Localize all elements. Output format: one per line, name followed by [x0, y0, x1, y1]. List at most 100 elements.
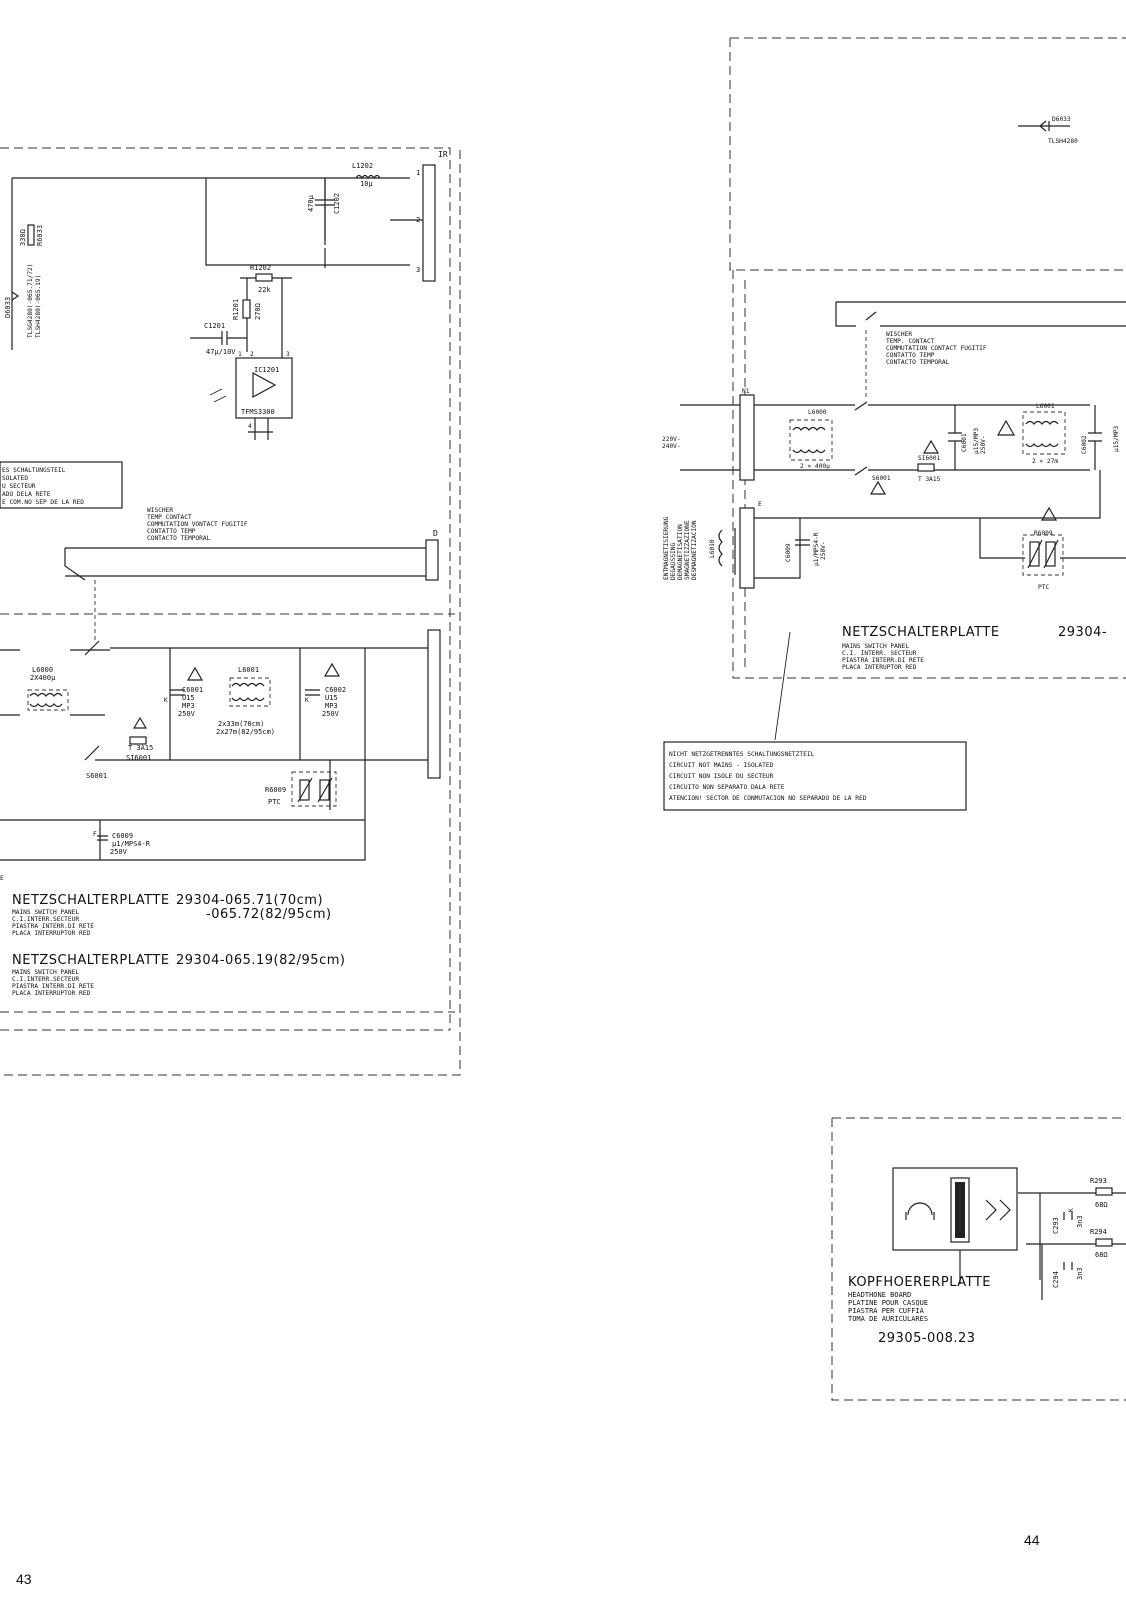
d-connector-wire	[64, 547, 428, 581]
warning-line-2: SOLATED	[2, 475, 28, 482]
c6001-k: K	[164, 697, 168, 704]
title1-sub-4: PLACA INTERRUPTOR RED	[12, 930, 91, 937]
wischer-line-5: CONTACTO TEMPORAL	[147, 535, 211, 542]
n1-connector	[739, 394, 755, 481]
s6001-label: S6001	[86, 772, 107, 780]
ir-wires	[11, 177, 410, 360]
c6002-l2: MP3	[325, 702, 338, 710]
page-number-right: 44	[1024, 1532, 1040, 1548]
title-num-right: 29304-	[1058, 625, 1107, 640]
r294-ref: R294	[1090, 1228, 1107, 1236]
r6033-ref: R6033	[36, 225, 44, 246]
jack-contacts	[959, 1199, 1011, 1284]
c6002-val-right: μ15/MP3	[1113, 426, 1120, 452]
wischer-right-3: COMMUTATION CONTACT FUGITIF	[886, 345, 987, 352]
degauss-bus-right	[754, 470, 1126, 579]
left-schematic	[0, 147, 461, 1076]
title-main-right: NETZSCHALTERPLATTE	[842, 625, 1000, 640]
note-line-1: NICHT NETZGETRENNTES SCHALTUNGSNETZTEIL	[669, 751, 815, 758]
c1202-symbol	[315, 178, 335, 240]
note-leader-line	[774, 631, 791, 741]
r1202-ref: R1202	[250, 264, 271, 272]
degauss-line-5: DESMAGNETIZACION	[691, 520, 698, 580]
ic1201-ref: IC1201	[254, 366, 279, 374]
title2-main: NETZSCHALTERPLATTE	[12, 953, 170, 968]
l6001-v1: 2x33m(70cm)	[218, 720, 264, 728]
degauss-line-2: DEGAUSSING	[670, 542, 677, 580]
headphone-num: 29305-008.23	[878, 1331, 976, 1346]
l6000-ref: L6000	[32, 666, 53, 674]
c293-k: K	[1068, 1208, 1075, 1212]
degauss-line-4: SMAGNETIZZAZIONE	[684, 520, 691, 580]
c6009-v2-right: 250V-	[820, 541, 827, 560]
title1-sub-2: C.I.INTERR.SECTEUR	[12, 916, 79, 923]
l6001-frame-right	[1022, 411, 1066, 455]
warning-triangle-icon	[132, 662, 341, 729]
d6033-ref-right: D6033	[1052, 116, 1071, 123]
wischer-right-2: TEMP. CONTACT	[886, 338, 935, 345]
l1202-coil	[355, 174, 381, 180]
ic1201-pin-1: 1	[238, 351, 242, 358]
r1201-ref: R1201	[232, 299, 240, 320]
r1201-val: 270Ω	[254, 303, 262, 320]
c6001-v2-right: 250V-	[980, 435, 987, 454]
r1201-resistor	[242, 299, 251, 319]
c6009-ref: C6009	[112, 832, 133, 840]
warning-line-4: ADO DELA RETE	[2, 491, 51, 498]
title2-sub-1: MAINS SWITCH PANEL	[12, 969, 79, 976]
outer-boundary-left-2	[0, 150, 461, 1076]
mains-top-bus	[110, 647, 430, 760]
wischer-right-4: CONTATTO TEMP	[886, 352, 935, 359]
headphone-wires	[1018, 1192, 1126, 1300]
left-labels: IR 1 2 3 L1202 10μ C1202 470μ R1202 22k …	[0, 150, 448, 997]
note-line-4: CIRCUITO NON SEPARATO DALA RETE	[669, 784, 785, 791]
title1-num: 29304-065.71(70cm)	[176, 893, 323, 908]
title2-sub-2: C.I.INTERR.SECTEUR	[12, 976, 79, 983]
c293-c294-plates	[1063, 1212, 1073, 1270]
r6009-val: PTC	[268, 798, 281, 806]
s6001-label-right: S6001	[872, 475, 891, 482]
c6001-ref-right: C6001	[961, 433, 968, 452]
ir-pin-2: 2	[416, 216, 420, 224]
title1-sub-1: MAINS SWITCH PANEL	[12, 909, 79, 916]
d-connector	[425, 539, 439, 581]
l6001-coil-frame	[229, 677, 271, 707]
d6033-ref: D6033	[4, 297, 12, 318]
mains-bottom-bus	[95, 759, 430, 810]
headphone-icon	[905, 1202, 935, 1220]
degauss-bus-left	[0, 648, 366, 861]
c6001-l3: 250V	[178, 710, 196, 718]
c293-ref: C293	[1052, 1217, 1060, 1234]
headphone-sub-1: HEADTHONE BOARD	[848, 1291, 911, 1299]
r294-resistor	[1095, 1238, 1113, 1247]
panel-boundary-left	[0, 613, 455, 1013]
c6001-val-right: μ15/MP3	[973, 428, 980, 454]
d6033-diode	[11, 291, 20, 301]
r293-resistor	[1095, 1187, 1113, 1196]
c6001-symbol-right	[948, 405, 962, 470]
warning-triangle-icon-right	[869, 419, 1058, 521]
jack-core	[955, 1182, 965, 1238]
headphone-title: KOPFHOERERPLATTE	[848, 1275, 991, 1290]
c6001-l1: U15	[182, 694, 195, 702]
ic1201-body	[235, 357, 293, 419]
c6002-ref-right: C6002	[1081, 435, 1088, 454]
r6033-val: 330Ω	[19, 229, 27, 246]
l6000-val-right: 2 × 400μ	[800, 463, 830, 470]
r6033-resistor	[27, 224, 35, 246]
outer-boundary-left	[0, 147, 451, 1031]
l1202-ref: L1202	[352, 162, 373, 170]
l6001-ref: L6001	[238, 666, 259, 674]
note-line-3: CIRCUIT NON ISOLE DU SECTEUR	[669, 773, 774, 780]
wischer-line-4: CONTATTO TEMP	[147, 528, 196, 535]
l6001-v2: 2x27m(82/95cm)	[216, 728, 275, 736]
r293-val: 68Ω	[1095, 1201, 1108, 1209]
si6001-fuse-right	[917, 463, 935, 472]
l6000-ref-right: L6000	[808, 409, 827, 416]
r1202-val: 22k	[258, 286, 271, 294]
c6002-l3: 250V	[322, 710, 340, 718]
l6000-coil	[29, 692, 63, 708]
r1202-resistor	[255, 273, 273, 282]
title1-num2: -065.72(82/95cm)	[206, 907, 332, 922]
ic1201-amp-symbol	[252, 371, 277, 399]
